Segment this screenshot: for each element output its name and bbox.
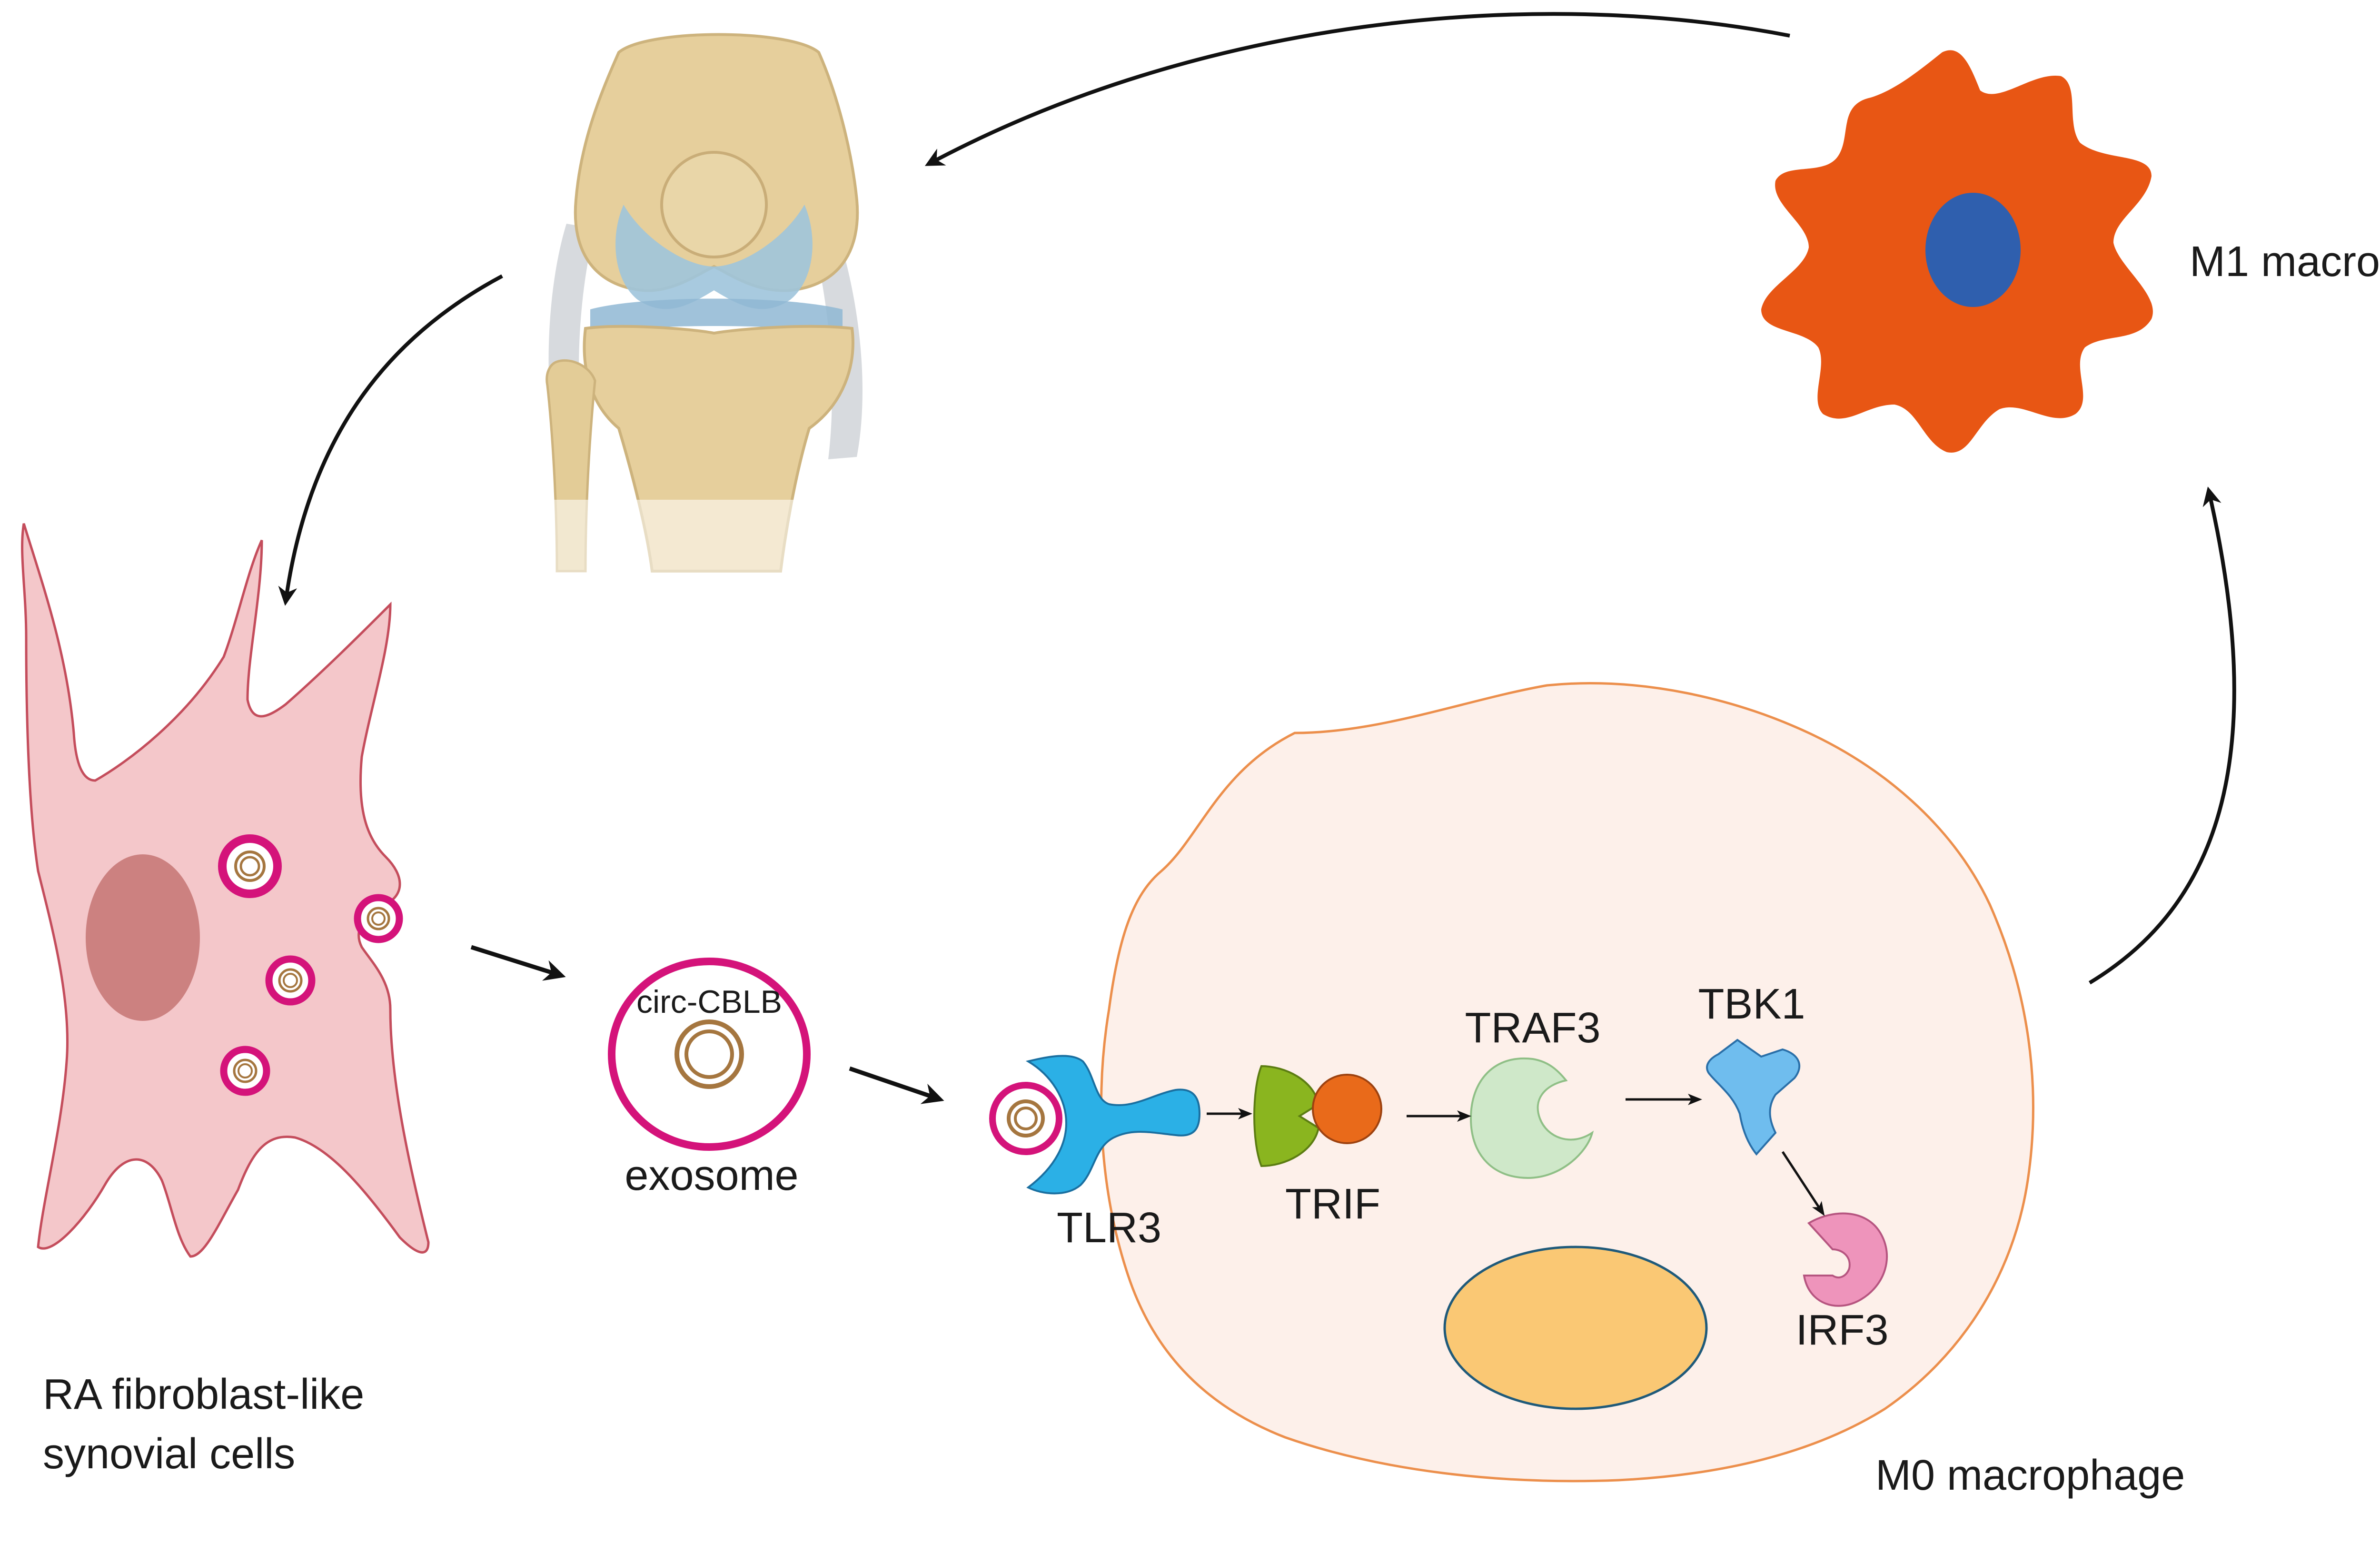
ra-fls-label-line1: RA fibroblast-like: [43, 1371, 364, 1418]
trif-label: TRIF: [1285, 1180, 1380, 1228]
fls-exosome-2: [354, 894, 403, 943]
fls-exosome-3: [265, 955, 316, 1006]
trif-protein: [1253, 1065, 1382, 1167]
m1-nucleus: [1925, 193, 2021, 307]
m1-macrophage-cell: [1761, 50, 2153, 453]
fls-exosome-1: [218, 834, 282, 898]
exosome-label: exosome: [625, 1152, 798, 1199]
irf3-protein: [1803, 1212, 1888, 1307]
arrow-m0-to-m1: [2088, 486, 2236, 985]
fls-exosome-4: [220, 1046, 270, 1096]
arrows: [278, 12, 2236, 1217]
m0-macrophage-label: M0 macrophage: [1875, 1452, 2185, 1499]
arrow-tbk1-to-irf3: [1781, 1151, 1825, 1217]
m0-macrophage-cell: [1100, 682, 2034, 1483]
m0-nucleus: [1443, 1246, 1708, 1410]
irf3-label: IRF3: [1795, 1306, 1888, 1354]
tlr3-receptor: [989, 1055, 1201, 1195]
knee-joint-illustration: [524, 33, 885, 585]
ra-fls-cell: [21, 523, 430, 1258]
arrow-knee-to-fls: [278, 274, 503, 606]
ra-fls-label-line2: synovial cells: [43, 1430, 295, 1478]
fls-nucleus: [86, 854, 200, 1021]
exosome: [608, 958, 811, 1151]
circ-cblb-label: circ-CBLB: [636, 984, 782, 1020]
tlr3-label: TLR3: [1057, 1204, 1161, 1252]
arrow-m1-to-knee: [924, 12, 1790, 166]
arrow-exosome-to-tlr3: [849, 1066, 944, 1104]
tbk1-protein: [1706, 1039, 1801, 1156]
arrow-fls-to-exosome: [470, 945, 566, 981]
traf3-label: TRAF3: [1465, 1004, 1600, 1052]
tbk1-label: TBK1: [1698, 980, 1805, 1028]
m1-macrophage-label: M1 macrophage: [2190, 238, 2380, 286]
traf3-protein: [1469, 1057, 1594, 1179]
